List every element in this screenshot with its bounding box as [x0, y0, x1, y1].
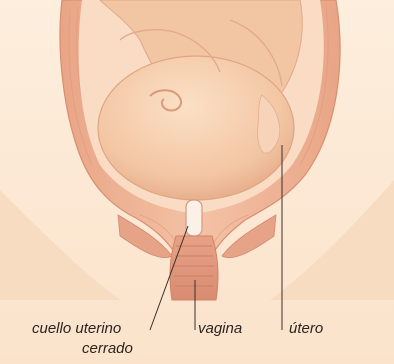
label-vagina: vagina [198, 320, 242, 337]
label-cervix: cuello uterino [32, 320, 121, 337]
cervix-closed [186, 200, 202, 236]
label-uterus: útero [289, 320, 323, 337]
label-cervix-closed: cerrado [82, 340, 133, 357]
